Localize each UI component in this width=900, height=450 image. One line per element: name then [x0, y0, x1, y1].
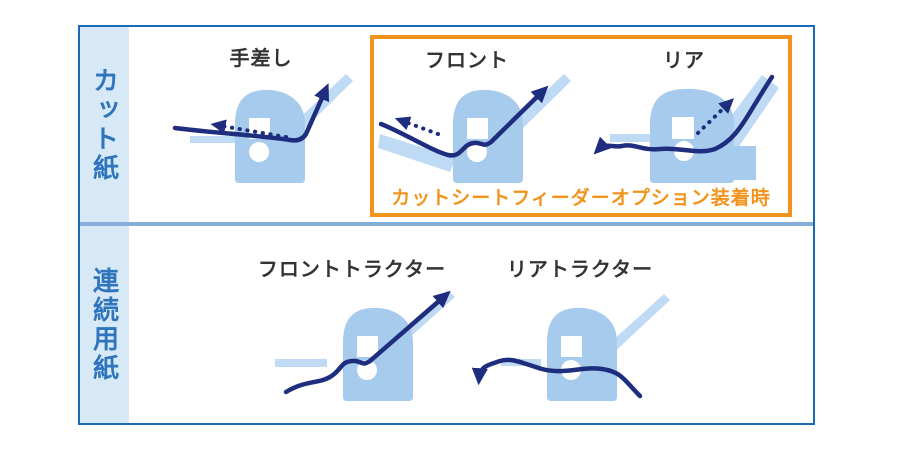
feed-label-front: フロント — [425, 50, 509, 72]
paper-path — [283, 290, 451, 395]
paper-path — [378, 85, 549, 158]
row-header-continuous-paper: 連続用紙 — [80, 226, 129, 423]
paper-path — [472, 357, 643, 399]
paper-path-dotted — [696, 98, 735, 135]
head-window — [561, 336, 582, 357]
feed-label-rear: リア — [663, 50, 705, 72]
feed-label-manual: 手差し — [229, 48, 293, 70]
printer-manual-feed-illustration — [172, 74, 353, 183]
platen-knob — [249, 142, 269, 162]
head-window — [467, 118, 488, 139]
csf-option-highlight-box: カットシートフィーダーオプション装着時 — [370, 35, 792, 217]
paper-path — [593, 74, 775, 155]
paper-path — [172, 83, 330, 143]
base-step — [730, 146, 756, 180]
csf-option-caption: カットシートフィーダーオプション装着時 — [391, 188, 771, 209]
front-slot — [610, 134, 652, 142]
paper-path-dotted — [394, 116, 440, 136]
front-slot — [190, 136, 236, 143]
front-slot — [275, 359, 327, 367]
printer-front-feed-illustration — [378, 74, 571, 183]
printer-rear-tractor-illustration — [472, 294, 670, 401]
rear-tray — [602, 294, 670, 358]
continuous-paper-label: 連続用紙 — [89, 266, 120, 383]
printer-rear-feed-illustration — [593, 74, 779, 183]
row-divider — [80, 222, 813, 226]
printer-front-tractor-illustration — [275, 290, 455, 401]
cut-paper-label: カット紙 — [89, 66, 120, 183]
feed-label-front-tractor: フロントトラクター — [257, 259, 447, 281]
head-window — [357, 336, 378, 357]
row-header-cut-paper: カット紙 — [80, 27, 129, 222]
front-tray — [378, 134, 456, 172]
feed-label-rear-tractor: リアトラクター — [506, 259, 654, 281]
head-window — [672, 117, 694, 139]
platen-knob — [467, 142, 487, 162]
